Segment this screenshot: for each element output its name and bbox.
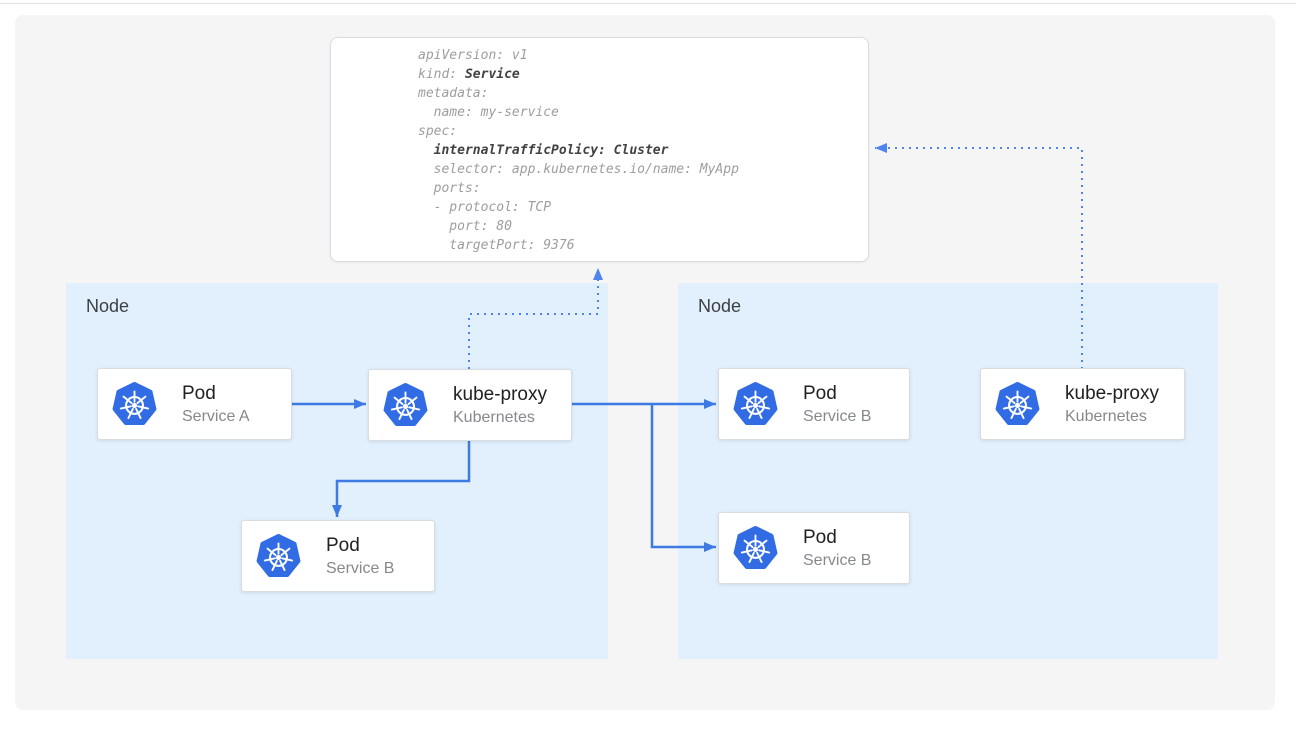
code-line: port: 80: [418, 219, 512, 234]
card-pod-service-a: Pod Service A: [97, 368, 292, 440]
card-pod-service-b-left: Pod Service B: [241, 520, 435, 592]
kubernetes-logo-icon: [733, 526, 778, 571]
card-title: Pod: [803, 526, 837, 548]
top-hairline: [0, 3, 1296, 4]
card-title: Pod: [182, 382, 216, 404]
card-title: Pod: [803, 382, 837, 404]
code-line: kind: Service: [418, 67, 520, 82]
node-box-left: Node: [66, 283, 608, 659]
card-title: Pod: [326, 534, 360, 556]
card-title: kube-proxy: [453, 383, 547, 405]
node-label: Node: [698, 296, 742, 316]
code-line: targetPort: 9376: [418, 238, 575, 253]
card-subtitle: Service B: [803, 407, 872, 425]
node-box-right: Node: [678, 283, 1218, 659]
card-pod-service-b-bottom-right: Pod Service B: [718, 512, 910, 584]
service-yaml-card: apiVersion: v1 kind: Service metadata: n…: [330, 37, 869, 262]
code-line: apiVersion: v1: [418, 48, 528, 63]
card-subtitle: Service A: [182, 407, 250, 425]
card-title: kube-proxy: [1065, 382, 1159, 404]
card-subtitle: Kubernetes: [1065, 407, 1147, 425]
card-kube-proxy-left: kube-proxy Kubernetes: [368, 369, 572, 441]
code-line: selector: app.kubernetes.io/name: MyApp: [418, 162, 739, 177]
code-line: ports:: [418, 181, 481, 196]
code-line: spec:: [418, 124, 458, 139]
card-kube-proxy-right: kube-proxy Kubernetes: [980, 368, 1185, 440]
code-line: metadata:: [418, 86, 489, 101]
card-subtitle: Kubernetes: [453, 408, 535, 426]
kubernetes-logo-icon: [383, 383, 428, 428]
card-subtitle: Service B: [803, 551, 872, 569]
kubernetes-logo-icon: [995, 382, 1040, 427]
code-line: internalTrafficPolicy: Cluster: [433, 143, 669, 158]
card-subtitle: Service B: [326, 559, 395, 577]
card-pod-service-b-top-right: Pod Service B: [718, 368, 910, 440]
node-label: Node: [86, 296, 130, 316]
code-line: name: my-service: [418, 105, 559, 120]
code-line: - protocol: TCP: [418, 200, 552, 215]
kubernetes-logo-icon: [112, 382, 157, 427]
kubernetes-logo-icon: [733, 382, 778, 427]
kubernetes-logo-icon: [256, 534, 301, 579]
